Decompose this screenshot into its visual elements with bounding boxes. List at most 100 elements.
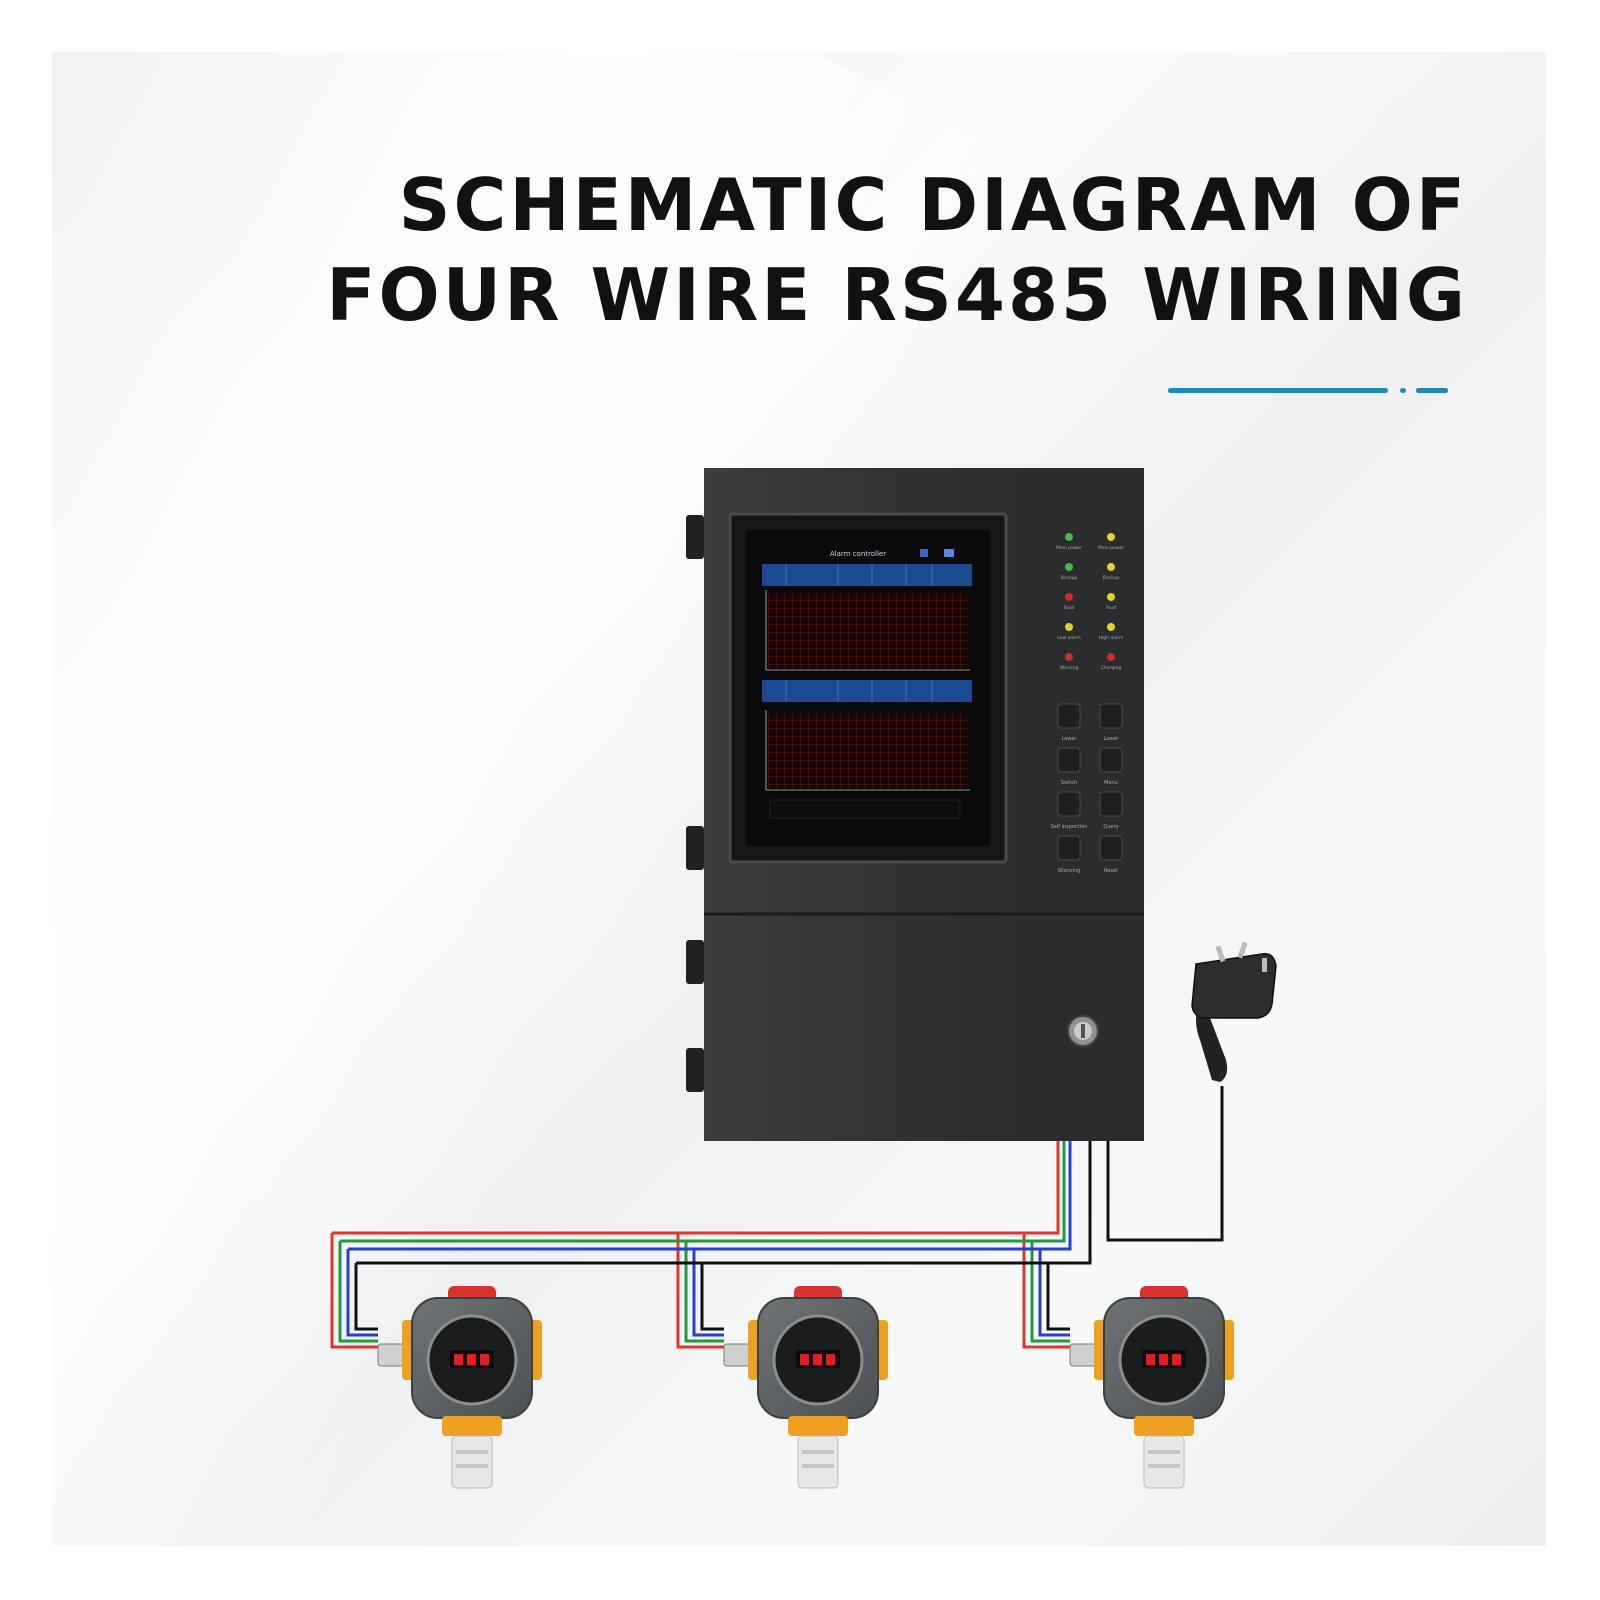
rs485-wire-drop xyxy=(1046,1263,1070,1331)
button-face[interactable] xyxy=(1099,791,1123,817)
screen-title: Alarm controller xyxy=(830,550,886,558)
title-accent-dot xyxy=(1400,388,1406,393)
screen-status-icon xyxy=(920,549,928,557)
title-accent-dash xyxy=(1416,388,1448,393)
panel-button[interactable]: Menu xyxy=(1099,747,1123,786)
button-label: Lower xyxy=(1104,736,1120,742)
rs485-wire-drop xyxy=(676,1233,724,1349)
rs485-wire-drop xyxy=(1030,1241,1070,1343)
indicator-label: Backup xyxy=(1103,575,1120,581)
display-digit xyxy=(467,1354,476,1365)
led-icon xyxy=(1107,653,1115,661)
display-digit xyxy=(800,1354,809,1365)
screen-table-dividers-2 xyxy=(785,680,933,702)
panel-button[interactable]: Reset xyxy=(1099,835,1123,874)
button-label: Self inspection xyxy=(1051,824,1088,830)
button-label: Reset xyxy=(1104,868,1118,874)
gas-detectors xyxy=(377,1286,1234,1489)
panel-button[interactable]: Self inspection xyxy=(1051,791,1088,830)
diagram-title: SCHEMATIC DIAGRAM OF FOUR WIRE RS485 WIR… xyxy=(326,160,1468,340)
gas-detector xyxy=(723,1286,888,1489)
button-label: Query xyxy=(1103,824,1118,830)
hinge xyxy=(686,515,704,559)
rs485-wire-drop xyxy=(330,1233,378,1349)
button-face[interactable] xyxy=(1057,747,1081,773)
button-face[interactable] xyxy=(1057,791,1081,817)
button-face[interactable] xyxy=(1099,703,1123,729)
led-icon xyxy=(1065,533,1073,541)
detector-collar xyxy=(1134,1416,1194,1436)
sensor-vent xyxy=(456,1450,488,1454)
rs485-wire-trunk xyxy=(340,1141,1066,1243)
plug-head xyxy=(1191,953,1277,1019)
led-icon xyxy=(1107,623,1115,631)
screen-table-header-1 xyxy=(762,564,972,586)
button-face[interactable] xyxy=(1057,835,1081,861)
gas-detector xyxy=(1069,1286,1234,1489)
display-digit xyxy=(454,1354,463,1365)
button-face[interactable] xyxy=(1099,835,1123,861)
button-label: Lower xyxy=(1062,736,1078,742)
key-lock-icon xyxy=(1067,1015,1099,1047)
button-face[interactable] xyxy=(1099,747,1123,773)
sensor-vent xyxy=(1148,1464,1180,1468)
plug-pin xyxy=(1262,958,1267,972)
led-icon xyxy=(1065,653,1073,661)
power-plug xyxy=(1106,941,1277,1242)
screen-trend-grid-1 xyxy=(768,594,968,668)
cable-gland xyxy=(723,1343,753,1367)
title-accent-line xyxy=(1168,388,1388,393)
panel-button[interactable]: Query xyxy=(1099,791,1123,830)
panel-button[interactable]: Lower xyxy=(1057,703,1081,742)
indicator-label: Low alarm xyxy=(1057,635,1080,641)
cable-gland xyxy=(377,1343,407,1367)
indicator-label: Fault xyxy=(1064,605,1075,611)
led-icon xyxy=(1065,593,1073,601)
button-label: Menu xyxy=(1104,780,1118,786)
display-digit xyxy=(1159,1354,1168,1365)
indicator-label: Backup xyxy=(1061,575,1078,581)
led-icon xyxy=(1107,593,1115,601)
rs485-wire-trunk xyxy=(332,1141,1060,1235)
indicator-light: High alarm xyxy=(1099,623,1123,641)
indicator-light: Charging xyxy=(1101,653,1121,671)
indicator-light: Low alarm xyxy=(1057,623,1081,641)
rs485-wire-drop xyxy=(346,1249,378,1337)
sensor-head xyxy=(451,1435,493,1489)
sensor-vent xyxy=(802,1464,834,1468)
indicator-label: Main power xyxy=(1056,545,1082,551)
indicator-light: Fault xyxy=(1064,593,1075,611)
rs485-wire-drop xyxy=(692,1249,724,1337)
button-face[interactable] xyxy=(1057,703,1081,729)
sensor-head xyxy=(1143,1435,1185,1489)
hinge xyxy=(686,940,704,984)
plug-pin xyxy=(1237,941,1248,959)
title-line-2: FOUR WIRE RS485 WIRING xyxy=(326,253,1468,337)
indicator-light: Main power xyxy=(1098,533,1124,551)
plug-pin xyxy=(1215,945,1226,963)
hinge xyxy=(686,826,704,870)
led-icon xyxy=(1107,533,1115,541)
sensor-head xyxy=(797,1435,839,1489)
screen-table-header-2 xyxy=(762,680,972,702)
display-digit xyxy=(813,1354,822,1365)
button-label: Switch xyxy=(1061,780,1078,786)
rs485-wire-trunk xyxy=(356,1141,1092,1265)
screen-table-dividers-1 xyxy=(785,564,933,586)
sensor-vent xyxy=(802,1450,834,1454)
panel-button[interactable]: Switch xyxy=(1057,747,1081,786)
hinge xyxy=(686,1048,704,1092)
gas-detector xyxy=(377,1286,542,1489)
display-digit xyxy=(480,1354,489,1365)
sensor-vent xyxy=(456,1464,488,1468)
panel-button[interactable]: Silencing xyxy=(1057,835,1081,874)
rs485-wire-trunk xyxy=(348,1141,1072,1251)
rs485-wire-drop xyxy=(338,1241,378,1343)
display-digit xyxy=(1172,1354,1181,1365)
indicator-light: Fault xyxy=(1106,593,1117,611)
cabinet-side-panel xyxy=(1036,468,1144,913)
panel-button[interactable]: Lower xyxy=(1099,703,1123,742)
rs485-wire-drop xyxy=(700,1263,724,1331)
